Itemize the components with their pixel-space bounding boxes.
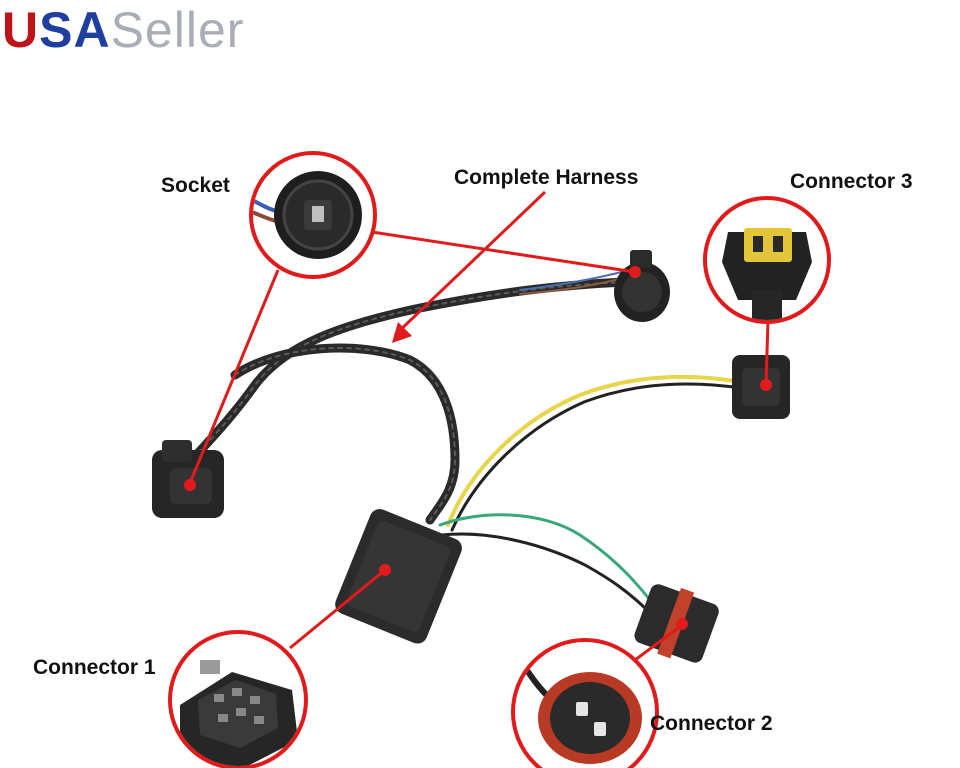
yellow-wire [446, 374, 742, 527]
label-connector-3: Connector 3 [790, 170, 913, 193]
left-socket [152, 440, 224, 518]
label-connector-2: Connector 2 [650, 712, 773, 735]
upper-sheath-wire [185, 277, 630, 467]
logo-letter-u: U [2, 2, 40, 58]
complete-harness-arrowhead [392, 322, 412, 343]
label-connector-1: Connector 1 [33, 656, 156, 679]
black-wire-c2 [440, 532, 647, 610]
main-connector [335, 509, 462, 644]
socket-zoom-circle [249, 151, 377, 279]
logo-letters-sa: SA [39, 2, 111, 58]
green-wire [438, 513, 652, 602]
logo-word-seller: Seller [110, 2, 245, 58]
callout-dots [184, 266, 772, 630]
harness-wires [185, 269, 742, 610]
connector-3-zoom-circle [703, 196, 831, 324]
label-complete-harness: Complete Harness [454, 166, 639, 189]
connector-1-zoom-circle [168, 630, 308, 768]
usaseller-logo: USASeller [2, 0, 244, 60]
socket-bulb [614, 250, 670, 322]
label-socket: Socket [161, 174, 230, 197]
callout-lines [188, 190, 770, 662]
black-wire-c3 [450, 382, 742, 532]
connector-2-zoom-circle [511, 638, 659, 768]
